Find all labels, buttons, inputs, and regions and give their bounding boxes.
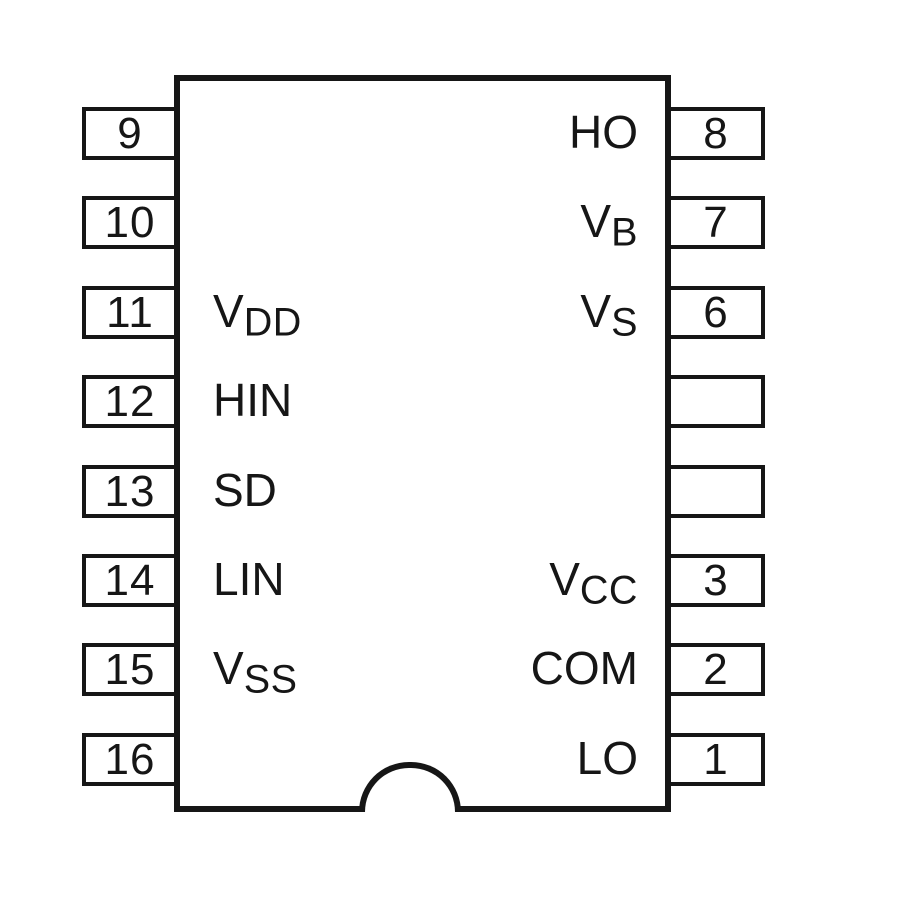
pin-box-16: 16 — [82, 733, 178, 786]
pin-label-main: V — [549, 553, 580, 605]
pin-label-subscript: S — [611, 300, 638, 345]
pin-box-6: 6 — [667, 286, 765, 339]
pin-label-subscript: CC — [579, 568, 638, 613]
pin-box-13: 13 — [82, 465, 178, 518]
pin-box-1: 1 — [667, 733, 765, 786]
pin-number: 9 — [117, 108, 143, 158]
pin-number: 6 — [703, 287, 729, 337]
pin-box-9: 9 — [82, 107, 178, 160]
pin-number: 3 — [703, 555, 729, 605]
pin-label-lin: LIN — [213, 554, 285, 607]
pin-number: 11 — [106, 287, 154, 337]
pin-label-subscript: B — [611, 210, 638, 255]
pin-box-7: 7 — [667, 196, 765, 249]
pin-label-sd: SD — [213, 465, 277, 518]
pin-number: 7 — [703, 197, 729, 247]
pin-box-11: 11 — [82, 286, 178, 339]
pin-number: 13 — [104, 466, 156, 516]
pin-label-vcc: VCC — [549, 553, 638, 613]
pin-label-main: HIN — [213, 374, 293, 426]
pin-label-main: V — [580, 195, 612, 247]
pin-label-ho: HO — [569, 107, 638, 160]
pin-label-vb: VB — [580, 195, 638, 255]
pin-number: 15 — [104, 644, 156, 694]
pin-number: 14 — [104, 555, 156, 605]
pin-label-main: LIN — [213, 553, 285, 605]
pin-box-8: 8 — [667, 107, 765, 160]
pin-box-10: 10 — [82, 196, 178, 249]
pin-box-2: 2 — [667, 643, 765, 696]
pin-box-15: 15 — [82, 643, 178, 696]
pin-box-14: 14 — [82, 554, 178, 607]
pin-label-main: V — [580, 285, 612, 337]
pin-label-main: SD — [213, 464, 277, 516]
pin-label-main: V — [213, 285, 244, 337]
pin-number: 16 — [104, 734, 156, 784]
pin-label-com: COM — [531, 643, 638, 696]
pin-label-main: COM — [530, 642, 638, 694]
pin-number: 12 — [104, 376, 156, 426]
pin-number: 8 — [703, 108, 729, 158]
pin-box-blank — [667, 375, 765, 428]
pin-label-vss: VSS — [213, 642, 297, 702]
pin-label-main: V — [213, 642, 244, 694]
pin-label-main: HO — [569, 106, 638, 158]
pin-label-hin: HIN — [213, 375, 292, 428]
pin-label-vdd: VDD — [213, 285, 302, 345]
pin-label-subscript: DD — [243, 300, 302, 345]
pin-label-lo: LO — [577, 733, 638, 786]
pin-box-blank — [667, 465, 765, 518]
ic-body-outline — [174, 75, 671, 812]
pin-label-main: LO — [576, 732, 638, 784]
pin-number: 2 — [703, 644, 729, 694]
pin-label-vs: VS — [580, 285, 638, 345]
pin-number: 10 — [104, 197, 156, 247]
pin-box-3: 3 — [667, 554, 765, 607]
pin-number: 1 — [703, 734, 729, 784]
pin-label-subscript: SS — [243, 657, 298, 702]
pin-box-12: 12 — [82, 375, 178, 428]
